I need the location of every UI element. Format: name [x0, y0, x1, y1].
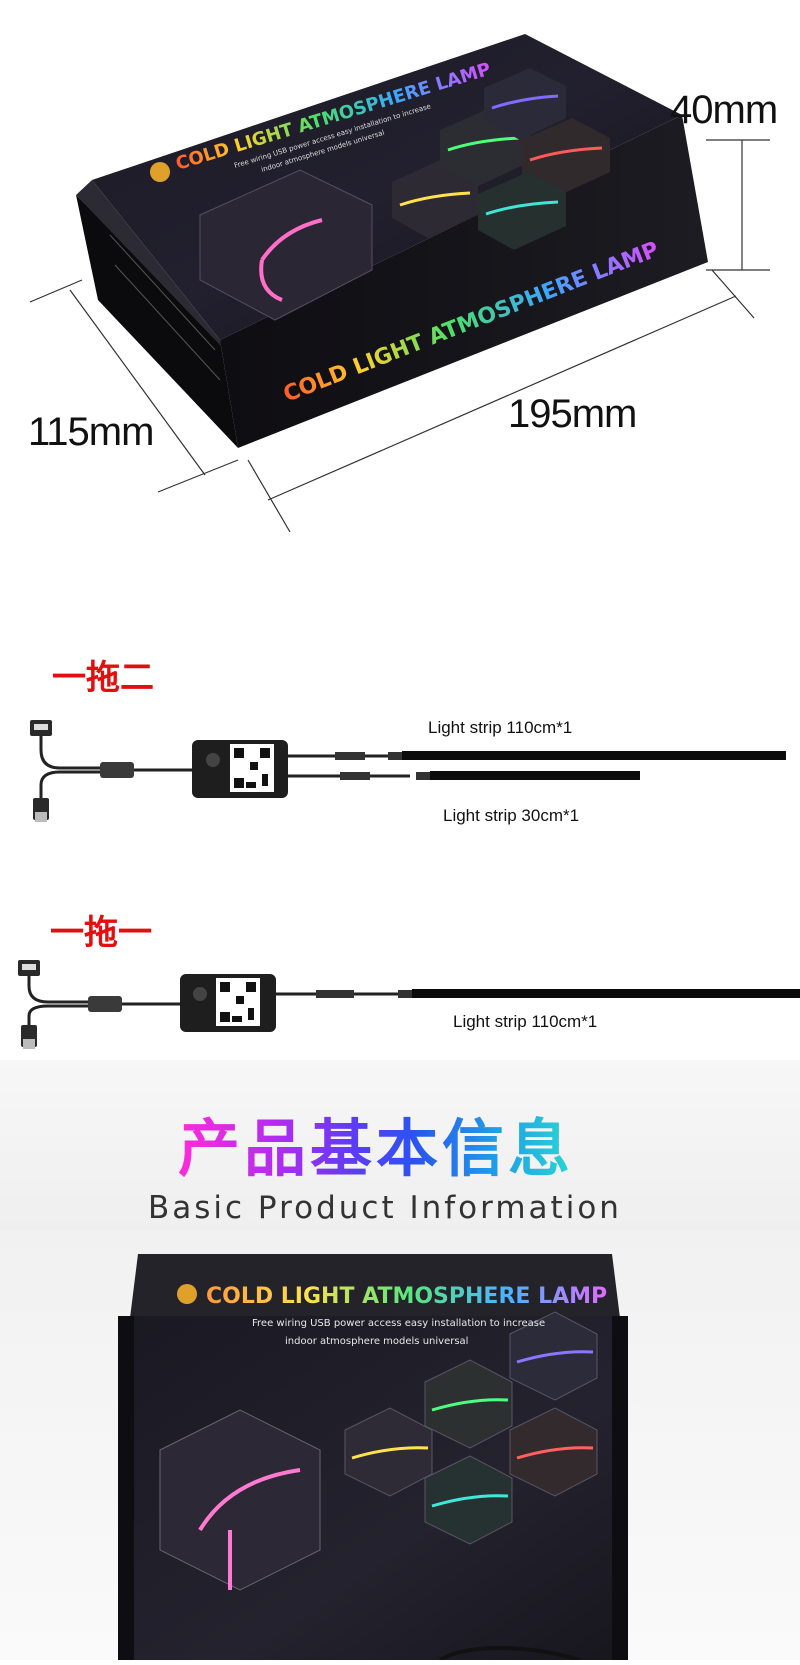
wiring-one-diagram [18, 960, 800, 1049]
wiring-one-heading: 一拖一 [50, 913, 152, 953]
box-illustration: COLD LIGHT ATMOSPHERE LAMP Free wiring U… [29, 34, 770, 533]
length-dimension-label: 195mm [508, 392, 637, 436]
box-front-photo-tagline-2: indoor atmosphere models universal [285, 1336, 469, 1347]
height-dimension-label: 40mm [670, 88, 778, 132]
wiring-two-heading: 一拖二 [52, 658, 154, 698]
product-info-banner: 产品基本信息 Basic Product Information [0, 1060, 800, 1230]
info-subtitle: Basic Product Information [148, 1190, 622, 1226]
width-dimension-label: 115mm [28, 410, 154, 454]
info-title: 产品基本信息 [178, 1098, 574, 1188]
wiring-two-diagram [30, 720, 786, 822]
box-dimensions-section: COLD LIGHT ATMOSPHERE LAMP Free wiring U… [0, 0, 800, 560]
box-front-section: COLD LIGHT ATMOSPHERE LAMP Free wiring U… [0, 1230, 800, 1662]
strip-label-30cm: Light strip 30cm*1 [443, 806, 580, 825]
dimension-lines [29, 139, 770, 533]
box-front-photo-title: COLD LIGHT ATMOSPHERE LAMP [206, 1284, 608, 1309]
box-front-photo-tagline-1: Free wiring USB power access easy instal… [252, 1318, 546, 1329]
strip-label-110cm: Light strip 110cm*1 [428, 718, 573, 737]
strip-label-110cm-single: Light strip 110cm*1 [453, 1012, 598, 1031]
box-front-photo [118, 1254, 628, 1662]
